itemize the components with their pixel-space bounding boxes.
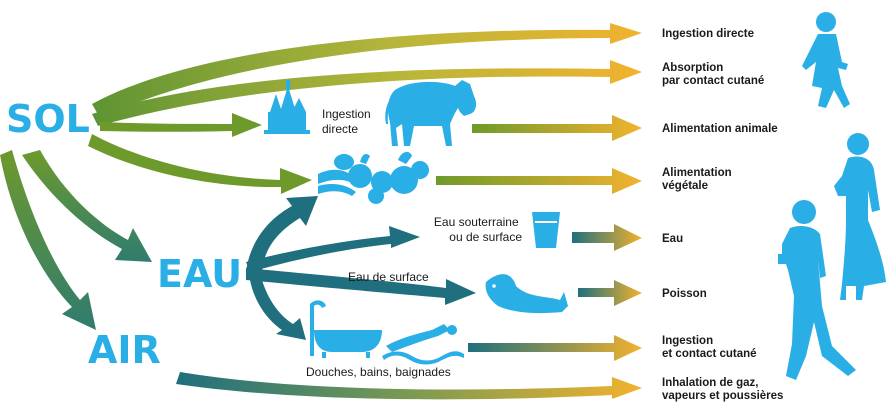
arrow-sol-house: [100, 113, 262, 137]
label-ingestion-directe-line2: directe: [322, 122, 358, 136]
exposure-inhalation-line2: vapeurs et poussières: [662, 390, 783, 402]
exposure-eau-line1: Eau: [662, 233, 683, 245]
exposure-ingestion-directe: Ingestion directe: [662, 28, 754, 40]
exposure-inhalation-line1: Inhalation de gaz,: [662, 377, 758, 389]
arrow-sol-ingestion-directe: [92, 23, 642, 118]
eau-arrows: [246, 196, 476, 340]
label-eau-de-surface: Eau de surface: [348, 270, 429, 284]
exposure-alimentation-vegetale-line1: Alimentation: [662, 167, 732, 179]
arrow-inhalation: [176, 372, 642, 400]
source-eau: EAU: [157, 252, 242, 296]
label-ingestion-directe: Ingestion directe: [322, 107, 374, 136]
arrow-alimentation-animale: [472, 115, 642, 141]
water-glass-icon: [532, 212, 560, 248]
pathway-arrows: [176, 115, 642, 400]
arrow-alimentation-vegetale: [436, 168, 642, 194]
exposure-absorption-line2: par contact cutané: [662, 75, 764, 87]
exposure-poisson: Poisson: [662, 288, 707, 300]
arrow-sol-air: [0, 150, 96, 330]
label-ingestion-directe-line1: Ingestion: [322, 107, 371, 121]
label-douches-bains: Douches, bains, baignades: [306, 365, 451, 379]
exposure-absorption-line1: Absorption: [662, 62, 723, 74]
exposure-alimentation-vegetale: Alimentation végétale: [662, 167, 735, 192]
fish-icon: [485, 274, 568, 314]
woman-icon: [834, 133, 886, 300]
sol-arrows: [0, 23, 642, 330]
exposure-eau: Eau: [662, 233, 683, 245]
exposure-ingestion-contact-line1: Ingestion: [662, 335, 713, 347]
arrow-eau-sortie: [572, 224, 642, 251]
source-air: AIR: [88, 328, 161, 372]
label-eau-souterraine-line1: Eau souterraine: [434, 215, 519, 229]
man-icon: [778, 200, 856, 380]
arrow-eau-vegetables: [246, 196, 318, 276]
arrow-eau-surface: [246, 268, 476, 305]
exposure-ingestion-directe-line1: Ingestion directe: [662, 28, 754, 40]
arrow-sol-eau: [22, 150, 152, 262]
exposure-inhalation: Inhalation de gaz, vapeurs et poussières: [662, 377, 783, 402]
source-sol: SOL: [6, 97, 90, 141]
arrow-eau-bain: [250, 280, 306, 340]
exposure-poisson-line1: Poisson: [662, 288, 707, 300]
cow-icon: [385, 80, 477, 146]
exposure-ingestion-contact-line2: et contact cutané: [662, 348, 757, 360]
arrow-ingestion-contact: [468, 335, 642, 361]
exposure-alimentation-animale-line1: Alimentation animale: [662, 123, 778, 135]
swimmer-icon: [382, 324, 464, 365]
arrow-sol-vegetables: [88, 134, 312, 194]
arrow-sol-absorption: [92, 60, 642, 126]
child-icon: [802, 12, 850, 108]
bathtub-icon: [310, 300, 382, 358]
label-eau-souterraine-line2: ou de surface: [449, 230, 522, 244]
vegetables-icon: [318, 151, 429, 204]
house-icon: [264, 80, 310, 134]
exposure-alimentation-animale: Alimentation animale: [662, 123, 778, 135]
exposure-alimentation-vegetale-line2: végétale: [662, 180, 708, 192]
exposure-ingestion-contact: Ingestion et contact cutané: [662, 335, 757, 360]
arrow-eau-souterraine: [246, 226, 420, 272]
exposure-absorption: Absorption par contact cutané: [662, 62, 764, 87]
exposure-labels: Ingestion directe Absorption par contact…: [662, 28, 783, 402]
label-eau-souterraine: Eau souterraine ou de surface: [434, 215, 522, 244]
arrow-poisson: [578, 280, 642, 306]
